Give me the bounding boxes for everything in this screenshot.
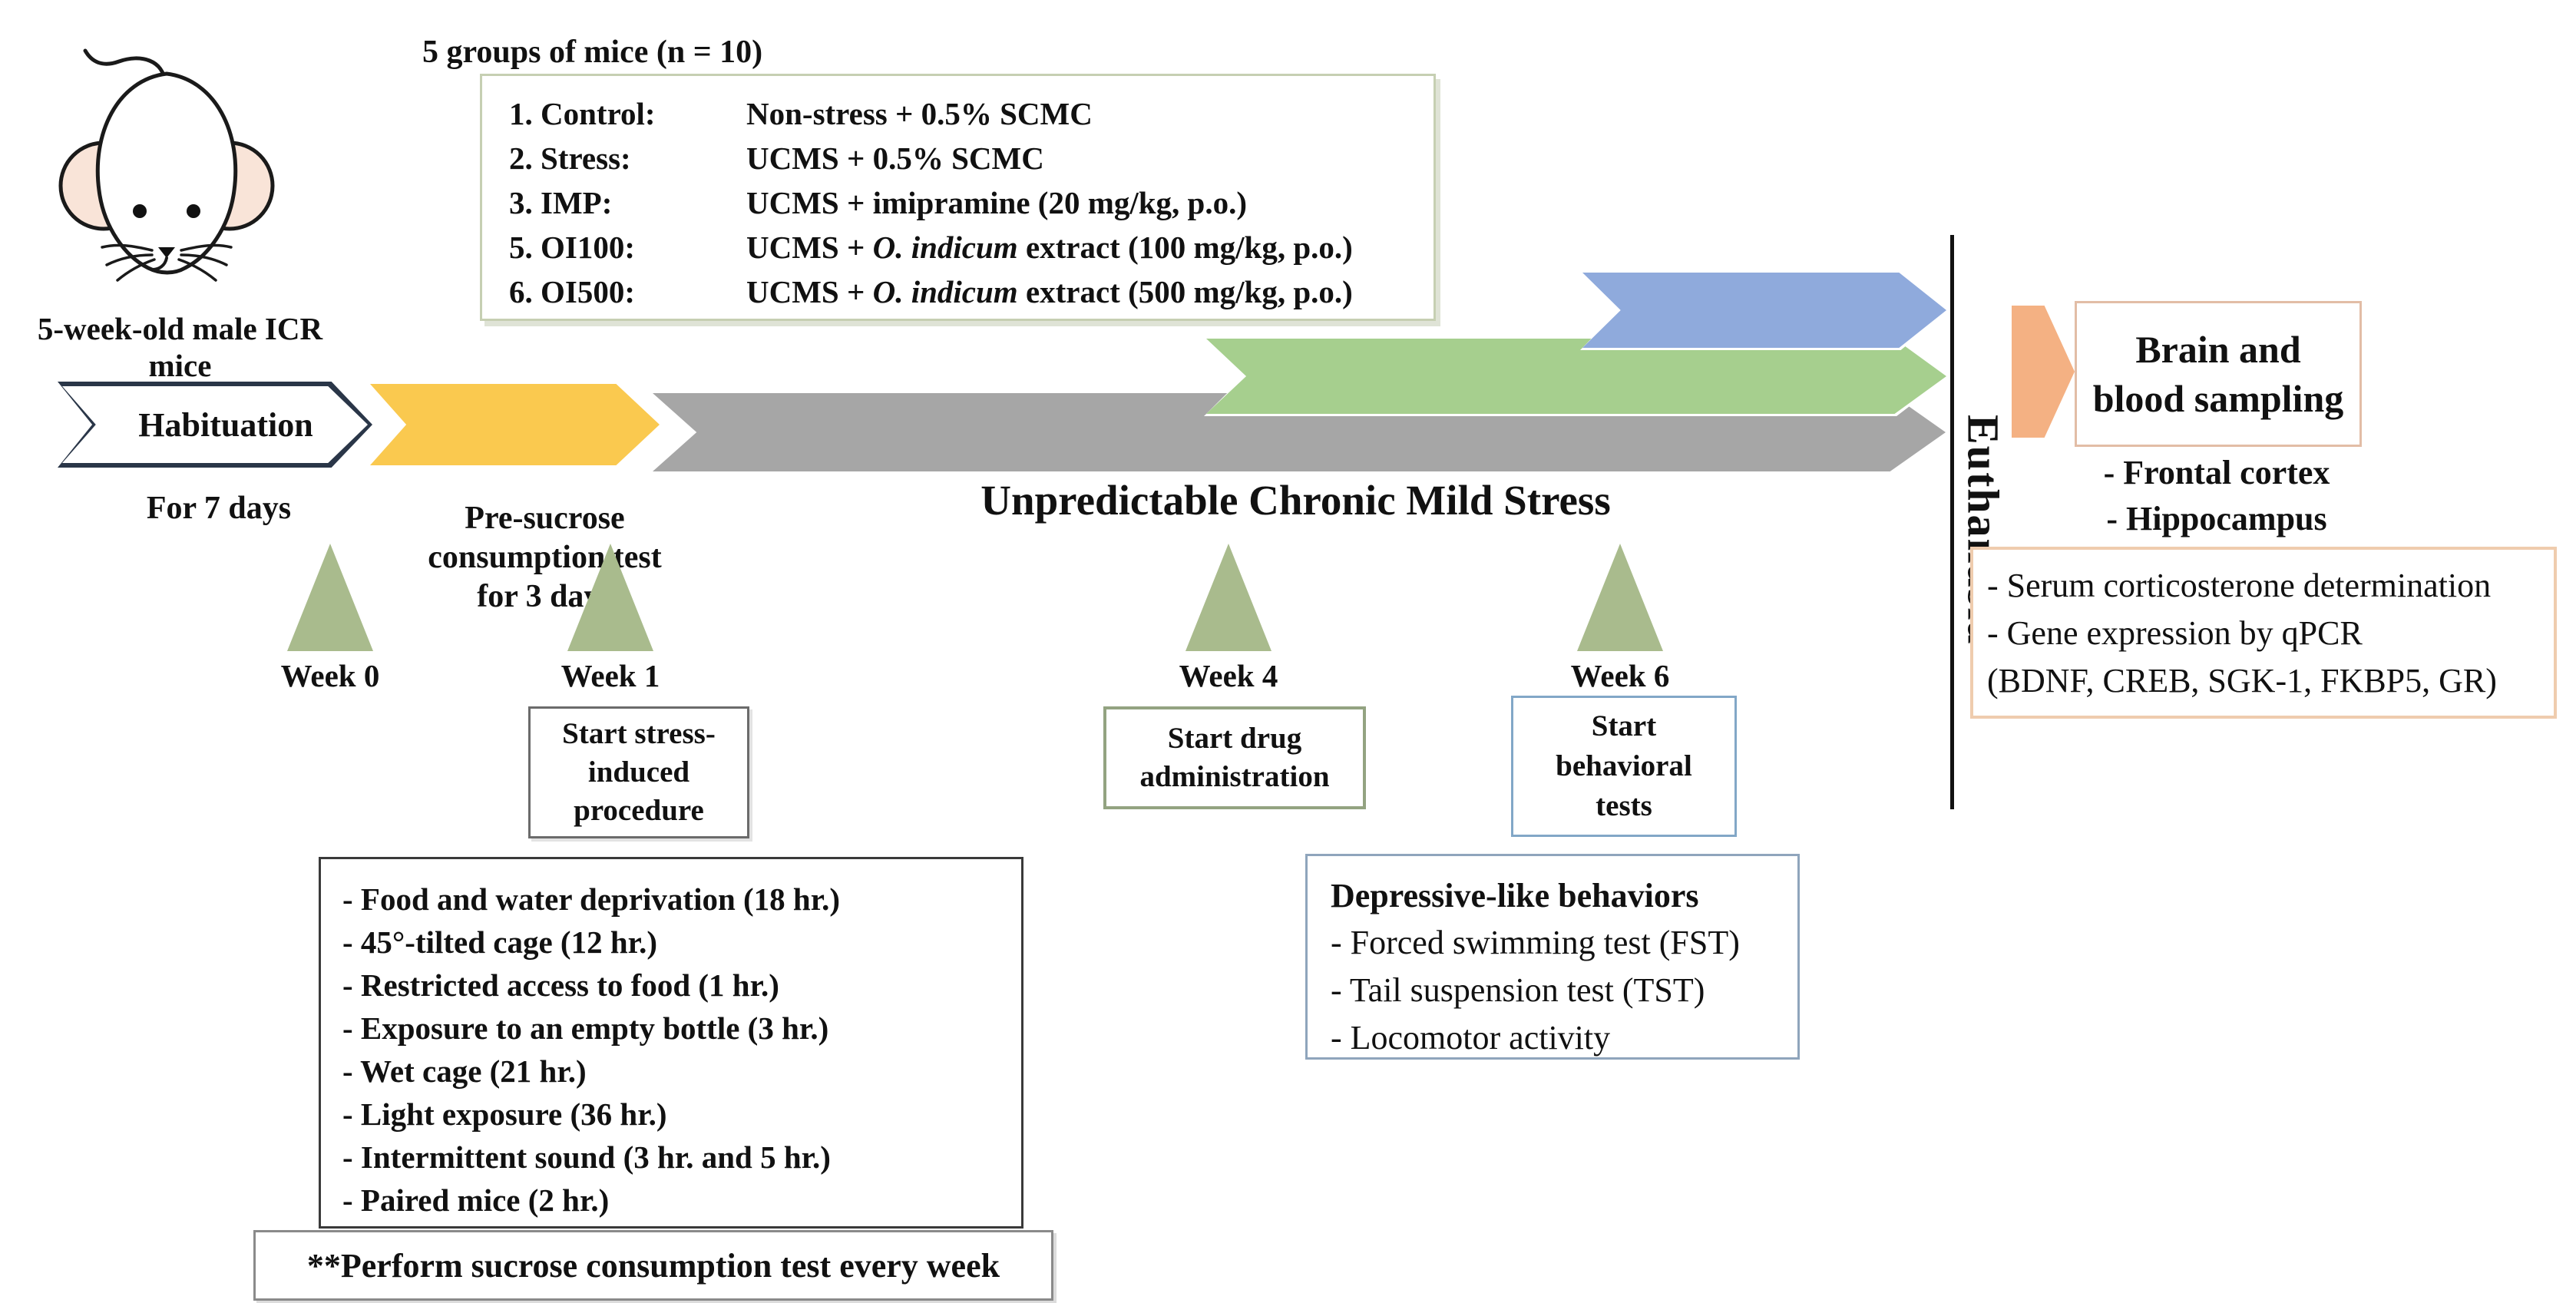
mouse-tail [83,48,167,85]
group-desc: UCMS + O. indicum extract (500 mg/kg, p.… [746,274,1353,309]
group-name: OI100: [541,230,635,265]
stress-item: - Intermittent sound (3 hr. and 5 hr.) [342,1139,831,1175]
assay-item: (BDNF, CREB, SGK-1, FKBP5, GR) [1987,662,2497,699]
sampling-target: - Frontal cortex [2103,454,2330,491]
week0-label: Week 0 [280,658,380,693]
sampling-arrow [2012,306,2075,438]
group-name: Control: [541,96,656,131]
mouse-mouth [151,256,168,271]
sampling-target: - Hippocampus [2106,500,2327,537]
group-row-stress: 2. Stress: UCMS + 0.5% SCMC [509,136,1433,180]
group-name: IMP: [541,185,613,220]
ucms-title: Unpredictable Chronic Mild Stress [980,477,1611,524]
group-row-control: 1. Control: Non-stress + 0.5% SCMC [509,91,1433,136]
behavioral-test-arrow [1580,270,1949,350]
mouse-whiskers-left [101,243,156,282]
mouse-eye-right [187,204,200,218]
mouse-nose [158,247,175,258]
stress-item: - Light exposure (36 hr.) [342,1096,667,1132]
groups-title: 5 groups of mice (n = 10) [422,35,763,70]
stress-item: - Wet cage (21 hr.) [342,1053,587,1089]
euthanasia-label: Euthanasia [1958,414,2009,646]
stress-item: - Paired mice (2 hr.) [342,1182,610,1218]
group-desc: UCMS + 0.5% SCMC [746,141,1044,176]
week6-marker-triangle [1577,544,1663,651]
behaviors-item: - Forced swimming test (FST) [1331,924,1740,961]
stress-procedures-box: - Food and water deprivation (18 hr.) - … [319,857,1023,1229]
stress-item: - Food and water deprivation (18 hr.) [342,881,841,917]
week4-marker-triangle [1185,544,1271,651]
group-row-oi500: 6. OI500: UCMS + O. indicum extract (500… [509,270,1433,314]
start-stress-box: Start stress- induced procedure [528,706,749,838]
habituation-label: Habituation [138,405,313,444]
group-num: 1. [509,96,533,131]
group-desc: UCMS + O. indicum extract (100 mg/kg, p.… [746,230,1353,265]
start-behavioral-tests-box: Start behavioral tests [1511,696,1737,837]
sampling-targets: - Frontal cortex - Hippocampus [2052,450,2382,542]
stress-item: - Restricted access to food (1 hr.) [342,967,779,1003]
euthanasia-divider-line [1950,235,1954,809]
stress-item: - 45°-tilted cage (12 hr.) [342,924,657,960]
week6-label: Week 6 [1570,658,1670,693]
behaviors-item: - Tail suspension test (TST) [1331,971,1705,1009]
group-row-imp: 3. IMP: UCMS + imipramine (20 mg/kg, p.o… [509,180,1433,225]
group-name: OI500: [541,274,635,309]
week0-marker-triangle [287,544,373,651]
behaviors-title: Depressive-like behaviors [1331,877,1699,914]
assay-item: - Gene expression by qPCR [1987,614,2363,652]
group-desc: Non-stress + 0.5% SCMC [746,96,1093,131]
mouse-eye-left [133,204,147,218]
pre-sucrose-label: Pre-sucrose consumption test for 3 days [428,501,662,614]
habituation-arrow: Habituation [58,382,372,468]
group-num: 5. [509,230,533,265]
week4-label: Week 4 [1179,658,1278,693]
group-desc: UCMS + imipramine (20 mg/kg, p.o.) [746,185,1248,220]
mouse-caption: 5-week-old male ICR mice [37,311,323,383]
week1-label: Week 1 [561,658,660,693]
mouse-whiskers-right [177,243,233,282]
group-name: Stress: [541,141,631,176]
depressive-behaviors-box: Depressive-like behaviors - Forced swimm… [1305,854,1800,1060]
assays-box: - Serum corticosterone determination - G… [1970,547,2557,719]
mouse-head [95,71,238,275]
assay-item: - Serum corticosterone determination [1987,567,2492,604]
habituation-duration-label: For 7 days [146,491,292,526]
group-num: 3. [509,185,533,220]
group-row-oi100: 5. OI100: UCMS + O. indicum extract (100… [509,225,1433,270]
pre-sucrose-arrow [367,381,663,468]
stress-item: - Exposure to an empty bottle (3 hr.) [342,1010,829,1046]
sucrose-test-note-box: **Perform sucrose consumption test every… [253,1230,1053,1301]
group-num: 2. [509,141,533,176]
brain-blood-sampling-box: Brain and blood sampling [2075,301,2362,447]
groups-box: 1. Control: Non-stress + 0.5% SCMC 2. St… [480,74,1436,321]
mouse-icon [42,23,296,304]
group-num: 6. [509,274,533,309]
behaviors-item: - Locomotor activity [1331,1019,1611,1057]
start-drug-box: Start drug administration [1103,706,1366,809]
